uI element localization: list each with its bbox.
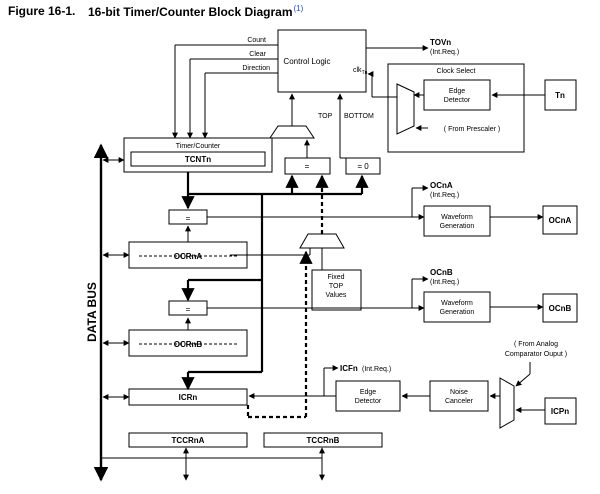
tcnt-register-box — [130, 151, 266, 167]
ocrb-register-label: OCRnB — [174, 340, 203, 349]
bottom-compare-label: = 0 — [357, 162, 369, 171]
icr-register-label: ICRn — [179, 393, 198, 402]
clock-edge-detector-line2: Detector — [444, 97, 471, 104]
tccra-register-label: TCCRnA — [172, 436, 205, 445]
ocb-pin-label: OCnB — [549, 304, 572, 313]
figure-title-text: 16-bit Timer/Counter Block Diagram — [88, 5, 293, 19]
direction-label: Direction — [242, 65, 270, 72]
tn-pin-block — [544, 79, 577, 111]
fixed-top-line3: Values — [326, 292, 347, 299]
ocb-interrupt-note: (Int.Req.) — [430, 279, 459, 286]
timer-counter-title: Timer/Counter — [176, 143, 221, 150]
capture-source-mux — [499, 377, 515, 429]
tccrb-register-label: TCCRnB — [307, 436, 340, 445]
tccrb-register-block — [263, 432, 383, 448]
analog-source-line1: ( From Analog — [514, 341, 558, 348]
waveform-b-block — [423, 291, 491, 323]
count-label: Count — [247, 37, 266, 44]
noise-canceler-line2: Canceler — [445, 398, 474, 405]
icp-pin-block — [544, 397, 577, 425]
analog-source-line2: Comparator Ouput ) — [505, 351, 567, 358]
ocb-pin-block — [542, 293, 578, 323]
fixed-top-line1: Fixed — [327, 274, 344, 281]
top-source-mux — [299, 233, 345, 249]
waveform-a-line2: Generation — [440, 223, 475, 230]
clock-edge-detector-line1: Edge — [449, 88, 465, 95]
fixed-top-line2: TOP — [329, 283, 344, 290]
oca-interrupt-note: (Int.Req.) — [430, 192, 459, 199]
top-compare-label: = — [305, 162, 310, 171]
oca-flag-label: OCnA — [430, 181, 453, 190]
clock-select-title: Clock Select — [437, 68, 476, 75]
clock-select-mux — [396, 83, 415, 135]
ocra-register-label: OCRnA — [174, 252, 203, 261]
fixed-top-values-block — [311, 269, 362, 311]
bottom-label: BOTTOM — [344, 113, 374, 120]
tcnt-register-label: TCNTn — [185, 155, 211, 164]
waveform-b-line2: Generation — [440, 309, 475, 316]
clk-label-text: clk — [353, 67, 362, 74]
tn-pin-label: Tn — [555, 91, 565, 100]
footnote-reference-link[interactable]: (1) — [293, 4, 304, 13]
compare-a-label: = — [186, 214, 191, 223]
clock-select-block — [387, 63, 525, 153]
ocb-flag-label: OCnB — [430, 268, 453, 277]
clock-edge-detector-block — [423, 79, 491, 111]
oca-pin-label: OCnA — [549, 216, 572, 225]
icp-edge-detector-line2: Detector — [355, 398, 382, 405]
compare-b-label: = — [186, 305, 191, 314]
tccra-register-block — [128, 432, 248, 448]
prescaler-label: ( From Prescaler ) — [444, 126, 500, 133]
noise-canceler-line1: Noise — [450, 389, 468, 396]
top-mux — [269, 125, 315, 139]
icp-edge-detector-line1: Edge — [360, 389, 376, 396]
oca-pin-block — [542, 205, 578, 235]
icf-interrupt-note: (Int.Req.) — [362, 366, 391, 373]
icp-pin-label: ICPn — [551, 407, 569, 416]
waveform-a-line1: Waveform — [441, 214, 473, 221]
noise-canceler-block — [429, 380, 489, 412]
bottom-compare-block — [345, 157, 381, 175]
top-label: TOP — [318, 113, 333, 120]
icr-register-block — [128, 388, 248, 406]
clear-label: Clear — [249, 51, 266, 58]
tov-interrupt-note: (Int.Req.) — [430, 49, 459, 56]
icf-flag-label: ICFn — [340, 364, 358, 373]
waveform-a-block — [423, 205, 491, 237]
control-logic-block — [277, 29, 367, 93]
icp-edge-detector-block — [335, 380, 401, 412]
figure-header: Figure 16-1. 16-bit Timer/Counter Block … — [0, 0, 600, 26]
clk-subscript: Tn — [362, 70, 368, 76]
tov-flag-label: TOVn — [430, 38, 451, 47]
figure-number: Figure 16-1. — [8, 4, 76, 18]
figure-title: 16-bit Timer/Counter Block Diagram(1) — [88, 4, 303, 19]
data-bus-label: DATA BUS — [85, 282, 99, 342]
control-logic-label: Control Logic — [283, 57, 330, 66]
clk-label: clkTn — [353, 67, 368, 76]
timer-counter-block — [123, 137, 273, 173]
waveform-b-line1: Waveform — [441, 300, 473, 307]
